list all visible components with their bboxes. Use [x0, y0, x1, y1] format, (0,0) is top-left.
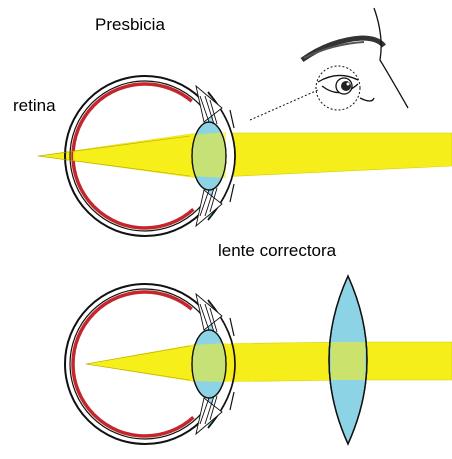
top-eye	[38, 76, 452, 236]
zoom-connector	[250, 90, 318, 120]
corrective-lens	[329, 276, 367, 444]
corrective-lens-label: lente correctora	[218, 241, 336, 261]
bottom-eye	[65, 284, 452, 444]
face-sketch	[302, 8, 408, 110]
diagram-title: Presbicia	[95, 15, 165, 35]
retina-label: retina	[13, 96, 56, 116]
